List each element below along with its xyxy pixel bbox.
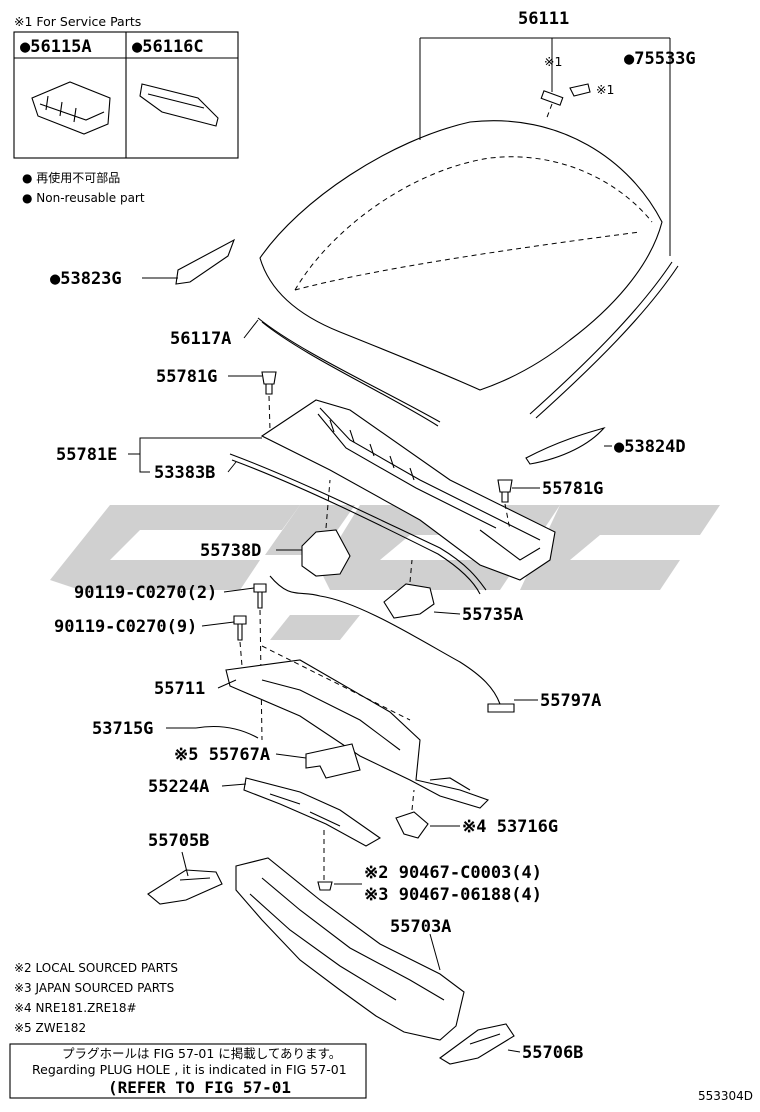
molding-56117A	[257, 317, 441, 423]
label-55767A: ※5 55767A	[174, 745, 270, 765]
label-53823G: ●53823G	[50, 269, 122, 289]
note-3: ※3 JAPAN SOURCED PARTS	[14, 981, 174, 995]
label-55738D: 55738D	[200, 541, 261, 561]
hood-seal-53383B	[229, 453, 487, 591]
windshield-glass	[259, 120, 663, 391]
leader-lines	[128, 37, 671, 1053]
label-90119-9: 90119-C0270(9)	[54, 617, 197, 637]
reference-box: プラグホールは FIG 57-01 に掲載してあります。 Regarding P…	[9, 1043, 367, 1099]
legend-jp: ● 再使用不可部品	[22, 170, 120, 185]
notes: ※2 LOCAL SOURCED PARTS ※3 JAPAN SOURCED …	[14, 961, 178, 1035]
label-55705B: 55705B	[148, 831, 209, 851]
bracket-53823G	[175, 238, 236, 285]
label-55797A: 55797A	[540, 691, 601, 711]
legend-en: ● Non-reusable part	[22, 191, 145, 205]
clip-55781G-right	[497, 479, 513, 503]
reinforcement-55224A	[243, 777, 382, 847]
label-55706B: 55706B	[522, 1043, 583, 1063]
dash-panel-55703A	[235, 857, 465, 1041]
service-parts-box: ※1 For Service Parts ●56115A ●56116C	[13, 14, 239, 159]
label-55781G-right: 55781G	[542, 479, 603, 499]
label-55781G-top: 55781G	[156, 367, 217, 387]
label-56117A: 56117A	[170, 329, 231, 349]
part-labels: 56111 ※1 ●75533G ※1 ●53823G 56117A 55781…	[50, 9, 696, 1063]
label-mark1-a: ※1	[544, 54, 562, 69]
cowl-top-panel	[260, 399, 556, 581]
clip-55781G-top	[261, 371, 277, 395]
ref-refer: (REFER TO FIG 57-01	[108, 1078, 291, 1097]
bolt-90119-a	[253, 583, 267, 609]
bracket-55706B	[439, 1023, 515, 1065]
legend: ● 再使用不可部品 ● Non-reusable part	[22, 170, 145, 205]
label-55224A: 55224A	[148, 777, 209, 797]
note-5: ※5 ZWE182	[14, 1021, 86, 1035]
molding-75533G	[529, 261, 673, 415]
ref-jp: プラグホールは FIG 57-01 に掲載してあります。	[62, 1046, 341, 1061]
cowl-panel-55711	[225, 659, 490, 809]
label-53383B: 53383B	[154, 463, 215, 483]
label-90119-2: 90119-C0270(2)	[74, 583, 217, 603]
label-53716G: ※4 53716G	[462, 817, 558, 837]
label-90467-a: ※2 90467-C0003(4)	[364, 863, 542, 883]
figure-code: 553304D	[698, 1089, 753, 1103]
note-2: ※2 LOCAL SOURCED PARTS	[14, 961, 178, 975]
label-56111: 56111	[518, 9, 569, 29]
label-55703A: 55703A	[390, 917, 451, 937]
label-55781E: 55781E	[56, 445, 117, 465]
bolt-90119-b	[233, 615, 247, 641]
bracket-53716G	[395, 811, 429, 839]
label-90467-b: ※3 90467-06188(4)	[364, 885, 542, 905]
label-75533G: ●75533G	[624, 49, 696, 69]
label-55711: 55711	[154, 679, 205, 699]
label-53715G: 53715G	[92, 719, 153, 739]
bracket-55735A	[383, 583, 435, 619]
label-55735A: 55735A	[462, 605, 523, 625]
bracket-55738D	[301, 529, 351, 577]
part-56116C-label: ●56116C	[132, 37, 204, 57]
part-56115A-label: ●56115A	[20, 37, 92, 57]
cable-53715G	[195, 725, 259, 739]
bracket-55705B	[147, 869, 223, 905]
fastener-90467	[317, 881, 333, 891]
pad-55767A	[305, 743, 361, 779]
rod-55797A	[269, 575, 501, 705]
ref-en: Regarding PLUG HOLE , it is indicated in…	[32, 1062, 347, 1077]
note-4: ※4 NRE181.ZRE18#	[14, 1001, 137, 1015]
bracket-53824D	[525, 426, 606, 465]
watermark-logo	[50, 505, 720, 640]
label-53824D: ●53824D	[614, 437, 686, 457]
label-mark1-b: ※1	[596, 82, 614, 97]
service-box-title: ※1 For Service Parts	[14, 14, 141, 29]
